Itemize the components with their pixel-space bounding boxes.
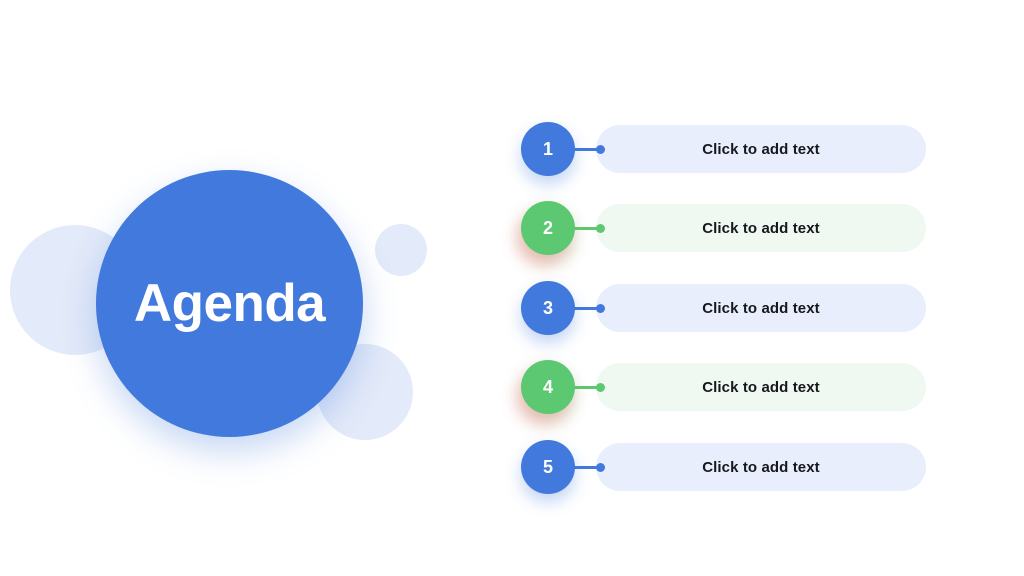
connector-line-icon-2 — [573, 223, 605, 233]
agenda-main-circle[interactable]: Agenda — [96, 170, 363, 437]
connector-line-icon-4 — [573, 382, 605, 392]
agenda-text-pill-1[interactable]: Click to add text — [596, 125, 926, 173]
agenda-number-label-2: 2 — [542, 217, 553, 238]
connector-dot-icon-1 — [596, 144, 605, 154]
agenda-text-placeholder-1: Click to add text — [702, 140, 820, 158]
connector-dot-icon-3 — [596, 303, 605, 313]
agenda-number-label-5: 5 — [542, 456, 553, 477]
agenda-number-badge-3[interactable]: 3 — [521, 281, 575, 335]
connector-line-icon-5 — [573, 462, 605, 472]
decorative-circle-top-right — [375, 224, 427, 276]
agenda-row-3[interactable]: 3 Click to add text — [521, 281, 926, 335]
agenda-text-pill-5[interactable]: Click to add text — [596, 443, 926, 491]
agenda-number-badge-4[interactable]: 4 — [521, 360, 575, 414]
agenda-list: 1 Click to add text 2 Click to add text — [521, 122, 991, 522]
agenda-row-1[interactable]: 1 Click to add text — [521, 122, 926, 176]
connector-line-icon-1 — [573, 144, 605, 154]
agenda-row-5[interactable]: 5 Click to add text — [521, 440, 926, 494]
connector-stroke-3 — [573, 306, 599, 310]
agenda-text-pill-4[interactable]: Click to add text — [596, 363, 926, 411]
agenda-number-badge-1[interactable]: 1 — [521, 122, 575, 176]
agenda-text-pill-2[interactable]: Click to add text — [596, 204, 926, 252]
connector-dot-icon-4 — [596, 382, 605, 392]
agenda-row-2[interactable]: 2 Click to add text — [521, 201, 926, 255]
agenda-text-placeholder-5: Click to add text — [702, 458, 820, 476]
connector-line-icon-3 — [573, 303, 605, 313]
agenda-text-placeholder-4: Click to add text — [702, 378, 820, 396]
connector-dot-icon-5 — [596, 462, 605, 472]
agenda-number-label-1: 1 — [542, 138, 553, 159]
page-title: Agenda — [133, 274, 326, 333]
agenda-number-label-4: 4 — [542, 376, 553, 397]
agenda-row-4[interactable]: 4 Click to add text — [521, 360, 926, 414]
connector-stroke-1 — [573, 147, 599, 151]
agenda-text-placeholder-3: Click to add text — [702, 299, 820, 317]
agenda-number-badge-5[interactable]: 5 — [521, 440, 575, 494]
agenda-text-placeholder-2: Click to add text — [702, 219, 820, 237]
agenda-text-pill-3[interactable]: Click to add text — [596, 284, 926, 332]
agenda-hero-group: Agenda — [0, 0, 470, 576]
agenda-number-label-3: 3 — [542, 297, 553, 318]
agenda-number-badge-2[interactable]: 2 — [521, 201, 575, 255]
connector-stroke-2 — [573, 226, 599, 230]
connector-stroke-5 — [573, 465, 599, 469]
connector-stroke-4 — [573, 385, 599, 389]
connector-dot-icon-2 — [596, 223, 605, 233]
